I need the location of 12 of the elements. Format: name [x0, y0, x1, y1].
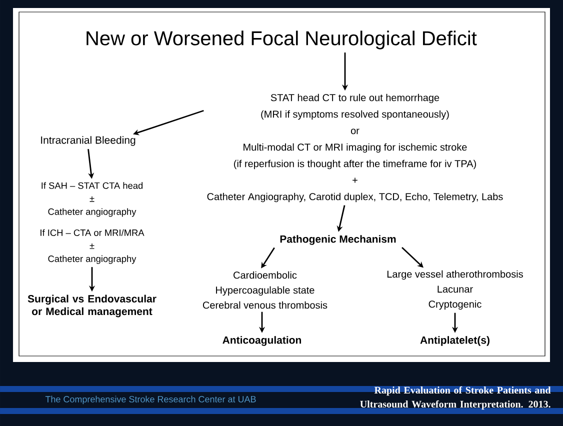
- step-text: Cardioembolic Hypercoagulable state Cerebral venous thrombosis: [202, 271, 328, 309]
- outcome-text: Surgical vs Endovascular or Medical management: [28, 294, 156, 318]
- step-text: Large vessel atherothrombosis Lacunar Cryptogenic: [387, 270, 523, 310]
- outcome-text: Anticoagulation: [222, 336, 302, 346]
- outcome-text: Antiplatelet(s): [420, 336, 490, 346]
- footer-text: The Comprehensive Stroke Research Center at UAB: [45, 396, 256, 404]
- step-text: Pathogenic Mechanism: [280, 235, 396, 245]
- step-text: If SAH – STAT CTA head ± Catheter angiography If ICH – CTA or MRI/MRA ± Catheter angiography: [40, 182, 144, 264]
- citation-text: Rapid Evaluation of Stroke Patients and Ultrasound Waveform Interpretation. 2013.: [360, 386, 551, 410]
- title-text: New or Worsened Focal Neurological Deficit: [86, 30, 477, 50]
- step-text: STAT head CT to rule out hemorrhage (MRI if symptoms resolved spontaneously) or Multi-modal CT or MRI imaging for ischemic stroke (if reperfusion is thought after the timeframe for iv TPA) + Catheter Angiography, Carotid duplex, TCD, Echo, Telemetry, Labs: [207, 94, 503, 202]
- step-text: Intracranial Bleeding: [41, 136, 136, 146]
